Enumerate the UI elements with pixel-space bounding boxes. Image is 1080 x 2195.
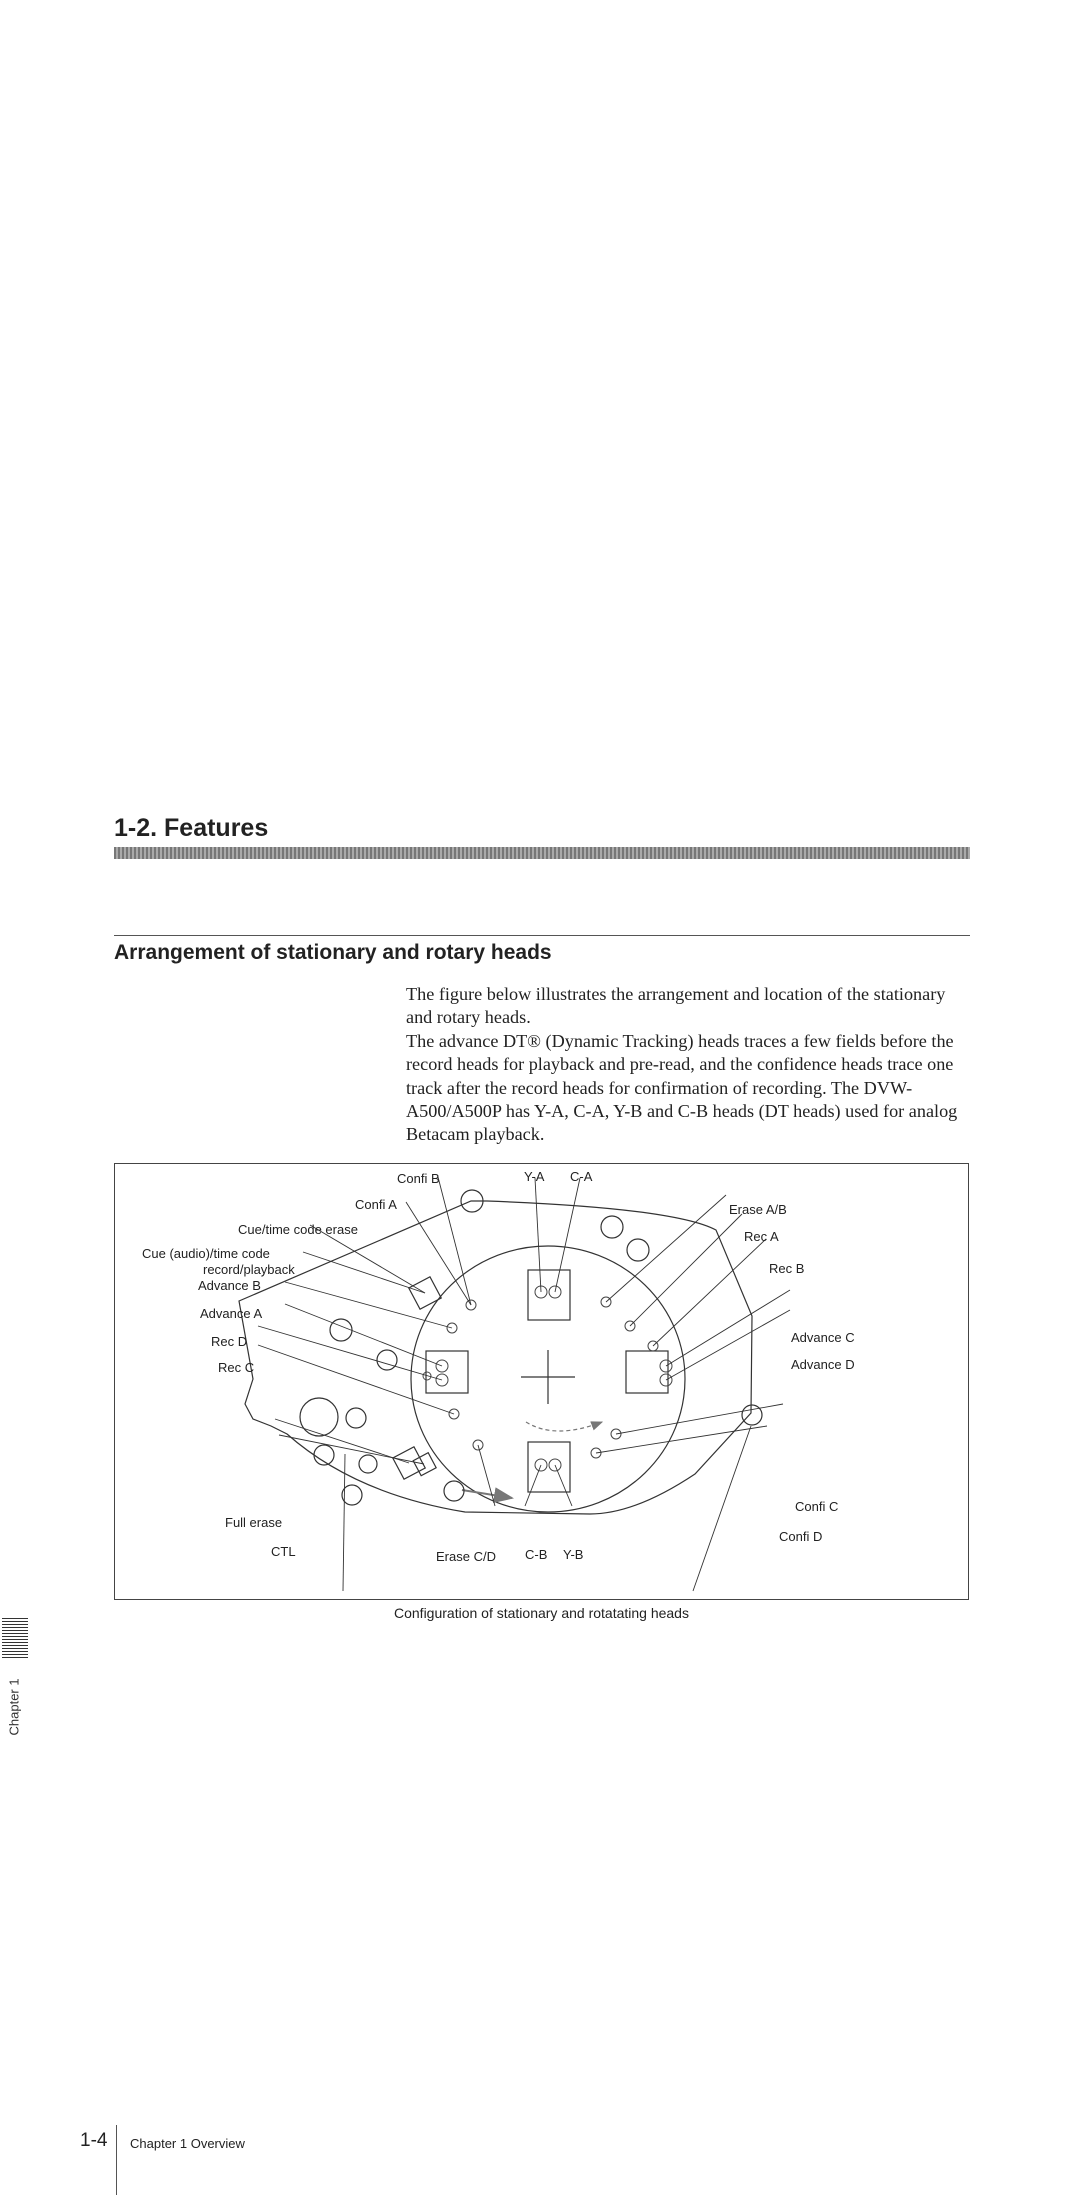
label-y-b: Y-B (563, 1547, 583, 1562)
label-advance-d: Advance D (791, 1357, 855, 1372)
label-cue-audio: Cue (audio)/time code (142, 1246, 270, 1261)
paragraph: The figure below illustrates the arrange… (406, 984, 946, 1028)
chapter-side-tab: Chapter 1 (0, 800, 30, 1736)
label-rec-b: Rec B (769, 1261, 804, 1276)
label-confi-b: Confi B (397, 1171, 440, 1186)
label-advance-b: Advance B (198, 1278, 261, 1293)
body-text: The figure below illustrates the arrange… (406, 983, 972, 1147)
label-c-b: C-B (525, 1547, 547, 1562)
label-cue-tc-erase: Cue/time code erase (238, 1222, 358, 1237)
figure-caption: Configuration of stationary and rotatati… (394, 1605, 689, 1621)
chapter-side-label: Chapter 1 (6, 1678, 22, 1736)
label-advance-c: Advance C (791, 1330, 855, 1345)
subsection-title: Arrangement of stationary and rotary hea… (114, 941, 552, 964)
section-title: 1-2. Features (114, 814, 269, 842)
subsection-rule (114, 935, 970, 936)
footer-chapter-label: Chapter 1 Overview (130, 2136, 245, 2151)
label-full-erase: Full erase (225, 1515, 282, 1530)
label-advance-a: Advance A (200, 1306, 262, 1321)
label-c-a: C-A (570, 1169, 593, 1184)
footer-divider (116, 2125, 117, 2195)
label-ctl: CTL (271, 1544, 296, 1559)
chapter-tab-marker (2, 1618, 28, 1658)
rotary-drum (410, 1245, 686, 1513)
label-rec-c: Rec C (218, 1360, 254, 1375)
label-erase-ab: Erase A/B (729, 1202, 787, 1217)
label-erase-cd: Erase C/D (436, 1549, 496, 1564)
paragraph: The advance DT® (Dynamic Tracking) heads… (406, 1030, 958, 1145)
label-cue-record-playback: record/playback (203, 1262, 295, 1277)
section-rule (114, 847, 970, 859)
label-confi-a: Confi A (355, 1197, 397, 1212)
label-y-a: Y-A (524, 1169, 545, 1184)
head-diagram: Confi B Y-A C-A Confi A Cue/time code er… (142, 1169, 855, 1592)
page-number: 1-4 (80, 2130, 108, 2151)
label-rec-d: Rec D (211, 1334, 247, 1349)
head-arrangement-figure: Confi B Y-A C-A Confi A Cue/time code er… (114, 1163, 969, 1600)
label-confi-d: Confi D (779, 1529, 822, 1544)
label-rec-a: Rec A (744, 1229, 779, 1244)
label-confi-c: Confi C (795, 1499, 838, 1514)
